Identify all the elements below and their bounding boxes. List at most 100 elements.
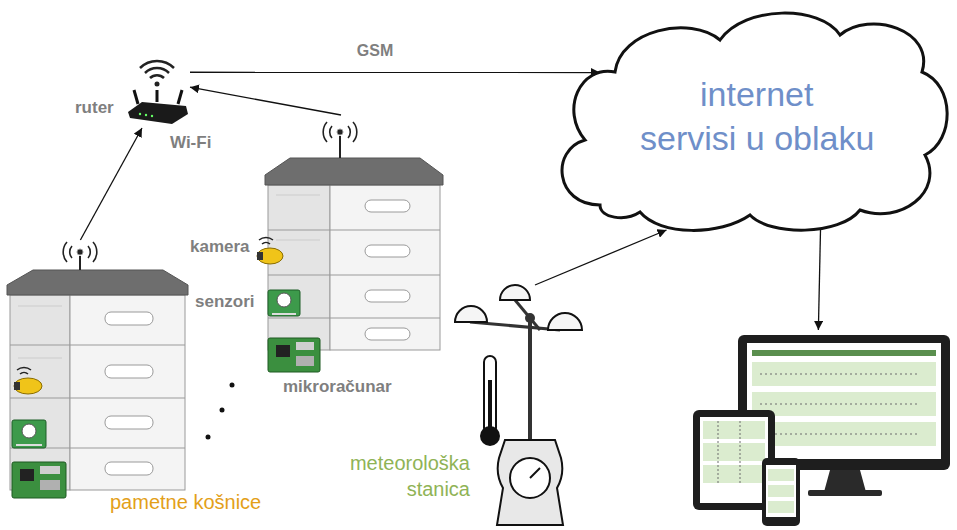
weather-station [548,313,582,330]
cloud-label: internet servisi u oblaku [640,72,880,160]
microcomputer-board [276,345,290,357]
beehive [105,365,153,378]
weather-station [528,318,532,440]
router-icon [145,68,169,73]
display-devices [700,417,768,503]
router-icon [128,102,188,124]
display-devices [768,485,794,497]
weather-station [500,285,530,300]
ellipsis-dots [206,383,235,440]
microcomputer-board [268,338,320,372]
router-node: ruter [70,60,190,128]
microcomputer-label: mikroračunar [283,377,392,397]
router-icon [128,61,188,124]
beehive [7,242,188,490]
display-devices [762,458,800,526]
beehive [105,462,153,475]
microcomputer-board [296,342,314,350]
beehive [365,245,410,257]
devices-node [690,330,952,528]
display-devices [693,335,950,526]
display-devices [752,362,936,386]
edge-label: GSM [354,42,396,60]
beehive [63,242,97,262]
connector-arrow [818,230,820,330]
microcomputer-board [20,469,34,481]
weather-station [530,468,540,478]
cloud-node: internet servisi u oblaku [600,5,950,230]
display-devices [824,470,866,492]
camera-icon [17,367,31,374]
beehive-node: kamera senzori mikroračunar [185,115,445,405]
sensor-board [277,293,291,307]
weather-station [525,313,535,323]
wifi-label: Wi-Fi [170,133,211,153]
weather-station [455,306,487,322]
display-devices [752,392,936,416]
router-label: ruter [75,98,114,118]
router-icon [134,90,138,104]
beehive [268,275,440,276]
beehive [79,256,81,270]
microcomputer-board [12,462,66,498]
weather-station [455,285,582,525]
beehive [77,249,83,255]
beehive [7,270,188,295]
camera-icon [14,378,42,394]
beehive [105,312,153,325]
display-devices [766,465,796,517]
ellipsis-dots [220,408,225,413]
microcomputer-board [296,356,314,366]
display-devices [760,374,920,434]
beehive [268,230,440,231]
camera-icon [14,382,20,390]
connector-arrow [190,87,341,115]
beehive [10,295,70,490]
router-icon [139,113,141,115]
beehive [268,185,330,350]
thermometer-icon [484,356,496,434]
camera-icon [257,237,283,264]
display-devices [752,422,936,446]
beehive [10,345,185,346]
beehive [10,398,185,399]
sensor-label: senzori [195,292,255,312]
display-devices [718,421,740,483]
sensor-board [16,444,42,446]
camera-label: kamera [190,237,250,257]
weather-station [470,322,560,330]
beehive [268,318,440,319]
weather-station-node: meteorološka stanica [335,285,585,525]
display-devices [747,343,941,459]
camera-icon [259,237,273,244]
sensor-board [272,313,296,315]
camera-icon [257,248,283,264]
display-devices [768,469,794,481]
router-icon [151,115,153,117]
beehive [365,328,410,340]
beehive [365,200,410,212]
cloud-shape [562,13,947,230]
beehive [330,185,440,350]
router-icon [145,114,147,116]
beehive [337,129,343,135]
display-devices [703,421,765,439]
camera-icon [14,367,42,394]
beehive-node: pametne košnice [5,240,295,525]
hives-caption: pametne košnice [110,490,261,514]
beehive [265,158,443,185]
display-devices [703,443,765,461]
connector-arrow [535,230,667,285]
thermometer-icon [480,356,500,446]
ellipsis-dots [230,383,235,388]
cloud-shape [562,13,947,230]
microcomputer-board [12,462,66,498]
sensor-board [22,424,36,438]
beehive [276,195,320,196]
beehive [18,306,62,358]
connector-arrow [190,72,600,74]
sensor-board [12,420,46,448]
router-icon [140,61,174,68]
